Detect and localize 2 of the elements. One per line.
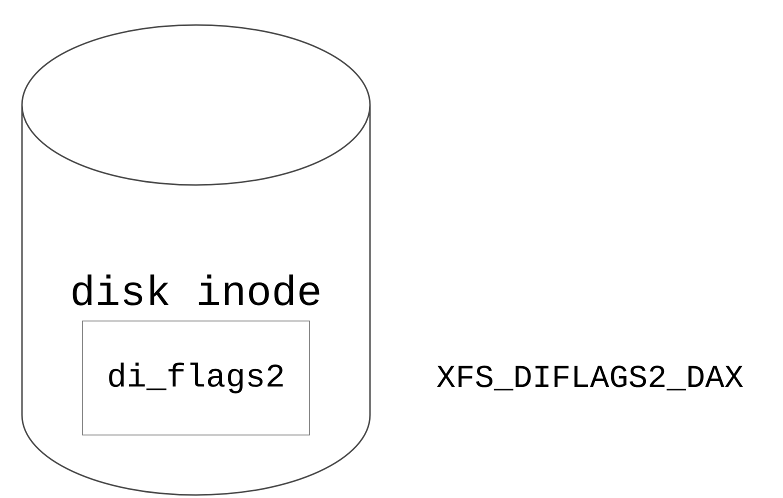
flag-box: di_flags2 xyxy=(82,320,310,436)
constant-label: XFS_DIFLAGS2_DAX xyxy=(436,366,744,390)
